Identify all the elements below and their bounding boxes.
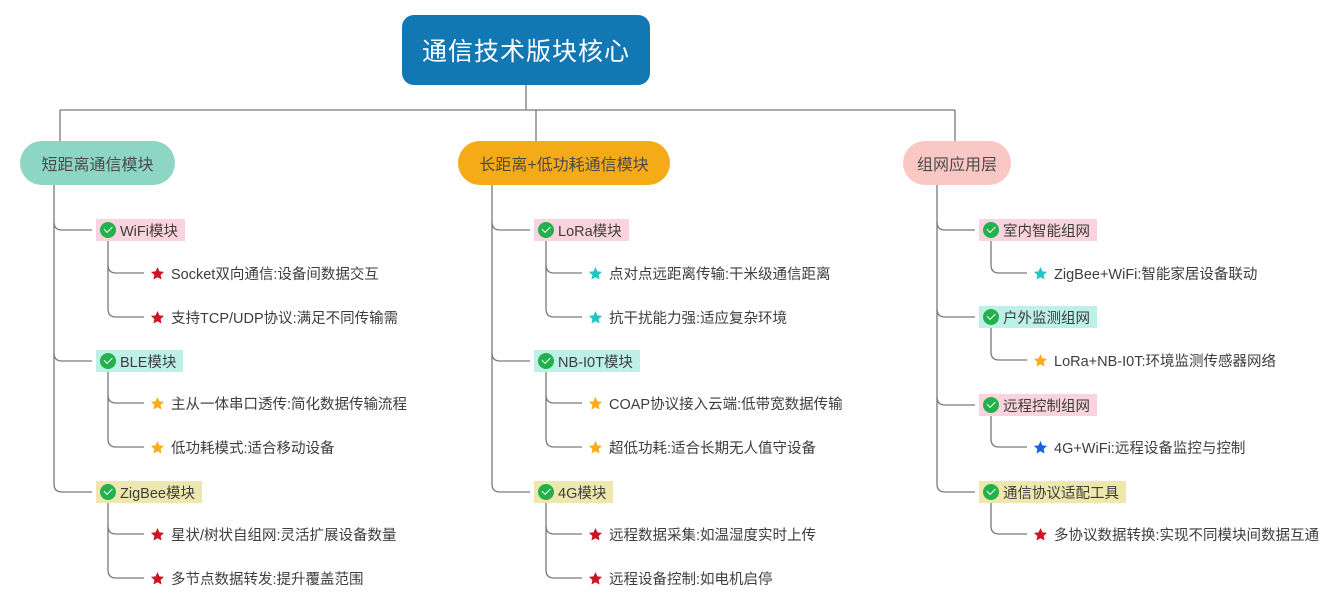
leaf-node-label: 低功耗模式:适合移动设备 (171, 440, 335, 457)
topic-node-label: BLE模块 (120, 354, 177, 371)
leaf-node[interactable]: Socket双向通信:设备间数据交互 (150, 263, 379, 283)
leaf-node[interactable]: LoRa+NB-I0T:环境监测传感器网络 (1033, 350, 1276, 370)
check-icon (983, 484, 999, 500)
star-icon (588, 266, 603, 281)
topic-node[interactable]: 室内智能组网 (979, 219, 1097, 241)
topic-node[interactable]: WiFi模块 (96, 219, 185, 241)
star-icon (150, 310, 165, 325)
branch-node-2[interactable]: 长距离+低功耗通信模块 (458, 141, 670, 185)
check-icon (983, 222, 999, 238)
topic-node[interactable]: BLE模块 (96, 350, 184, 372)
star-icon (1033, 266, 1048, 281)
topic-node[interactable]: LoRa模块 (534, 219, 629, 241)
topic-node[interactable]: NB-I0T模块 (534, 350, 640, 372)
leaf-node-label: 主从一体串口透传:简化数据传输流程 (171, 396, 408, 413)
leaf-node-label: 远程设备控制:如电机启停 (609, 571, 773, 588)
leaf-node-label: ZigBee+WiFi:智能家居设备联动 (1054, 266, 1258, 283)
leaf-node[interactable]: 超低功耗:适合长期无人值守设备 (588, 437, 816, 457)
leaf-node-label: 抗干扰能力强:适应复杂环境 (609, 310, 788, 327)
leaf-node-label: 多节点数据转发:提升覆盖范围 (171, 571, 364, 588)
root-node-label: 通信技术版块核心 (421, 38, 630, 66)
leaf-node-label: COAP协议接入云端:低带宽数据传输 (609, 396, 843, 413)
leaf-node[interactable]: 星状/树状自组网:灵活扩展设备数量 (150, 524, 397, 544)
leaf-node[interactable]: 抗干扰能力强:适应复杂环境 (588, 307, 787, 327)
topic-node-label: 室内智能组网 (1003, 223, 1090, 240)
topic-node-label: WiFi模块 (120, 223, 178, 240)
leaf-node-label: 多协议数据转换:实现不同模块间数据互通 (1054, 527, 1320, 544)
topic-node[interactable]: 通信协议适配工具 (979, 481, 1126, 503)
star-icon (150, 571, 165, 586)
star-icon (150, 266, 165, 281)
leaf-node[interactable]: ZigBee+WiFi:智能家居设备联动 (1033, 263, 1257, 283)
leaf-node[interactable]: 远程数据采集:如温湿度实时上传 (588, 524, 816, 544)
star-icon (150, 396, 165, 411)
check-icon (983, 397, 999, 413)
star-icon (588, 571, 603, 586)
branch-node-3[interactable]: 组网应用层 (903, 141, 1011, 185)
star-icon (588, 396, 603, 411)
star-icon (588, 310, 603, 325)
star-icon (1033, 527, 1048, 542)
check-icon (538, 222, 554, 238)
topic-node[interactable]: 4G模块 (534, 481, 614, 503)
leaf-node[interactable]: 主从一体串口透传:简化数据传输流程 (150, 393, 407, 413)
check-icon (983, 309, 999, 325)
leaf-node-label: 支持TCP/UDP协议:满足不同传输需 (171, 310, 399, 327)
check-icon (100, 484, 116, 500)
topic-node-label: 通信协议适配工具 (1003, 485, 1119, 502)
branch-node-1[interactable]: 短距离通信模块 (20, 141, 175, 185)
leaf-node-label: LoRa+NB-I0T:环境监测传感器网络 (1054, 353, 1276, 370)
star-icon (1033, 440, 1048, 455)
leaf-node-label: 超低功耗:适合长期无人值守设备 (609, 440, 817, 457)
star-icon (588, 527, 603, 542)
check-icon (100, 353, 116, 369)
topic-node-label: 远程控制组网 (1003, 398, 1090, 415)
branch-node-label: 长距离+低功耗通信模块 (479, 157, 649, 174)
star-icon (150, 440, 165, 455)
topic-node[interactable]: 远程控制组网 (979, 394, 1097, 416)
topic-node-label: 4G模块 (558, 485, 607, 502)
leaf-node-label: 远程数据采集:如温湿度实时上传 (609, 527, 817, 544)
topic-node-label: NB-I0T模块 (558, 354, 633, 371)
leaf-node[interactable]: 4G+WiFi:远程设备监控与控制 (1033, 437, 1245, 457)
topic-node-label: LoRa模块 (558, 223, 622, 240)
star-icon (150, 527, 165, 542)
star-icon (1033, 353, 1048, 368)
check-icon (538, 353, 554, 369)
leaf-node-label: Socket双向通信:设备间数据交互 (171, 266, 379, 283)
leaf-node[interactable]: 点对点远距离传输:干米级通信距离 (588, 263, 831, 283)
leaf-node[interactable]: 远程设备控制:如电机启停 (588, 568, 773, 588)
topic-node-label: 户外监测组网 (1003, 310, 1090, 327)
topic-node[interactable]: ZigBee模块 (96, 481, 202, 503)
check-icon (100, 222, 116, 238)
root-node[interactable]: 通信技术版块核心 (402, 15, 650, 85)
leaf-node[interactable]: COAP协议接入云端:低带宽数据传输 (588, 393, 843, 413)
branch-node-label: 组网应用层 (916, 157, 997, 174)
topic-node-label: ZigBee模块 (120, 485, 195, 502)
leaf-node-label: 点对点远距离传输:干米级通信距离 (609, 266, 831, 283)
leaf-node-label: 4G+WiFi:远程设备监控与控制 (1054, 440, 1246, 457)
leaf-node[interactable]: 支持TCP/UDP协议:满足不同传输需 (150, 307, 398, 327)
leaf-node[interactable]: 多节点数据转发:提升覆盖范围 (150, 568, 364, 588)
star-icon (588, 440, 603, 455)
leaf-node[interactable]: 多协议数据转换:实现不同模块间数据互通 (1033, 524, 1319, 544)
leaf-node[interactable]: 低功耗模式:适合移动设备 (150, 437, 335, 457)
topic-node[interactable]: 户外监测组网 (979, 306, 1097, 328)
branch-node-label: 短距离通信模块 (41, 157, 154, 174)
leaf-node-label: 星状/树状自组网:灵活扩展设备数量 (171, 527, 397, 544)
check-icon (538, 484, 554, 500)
